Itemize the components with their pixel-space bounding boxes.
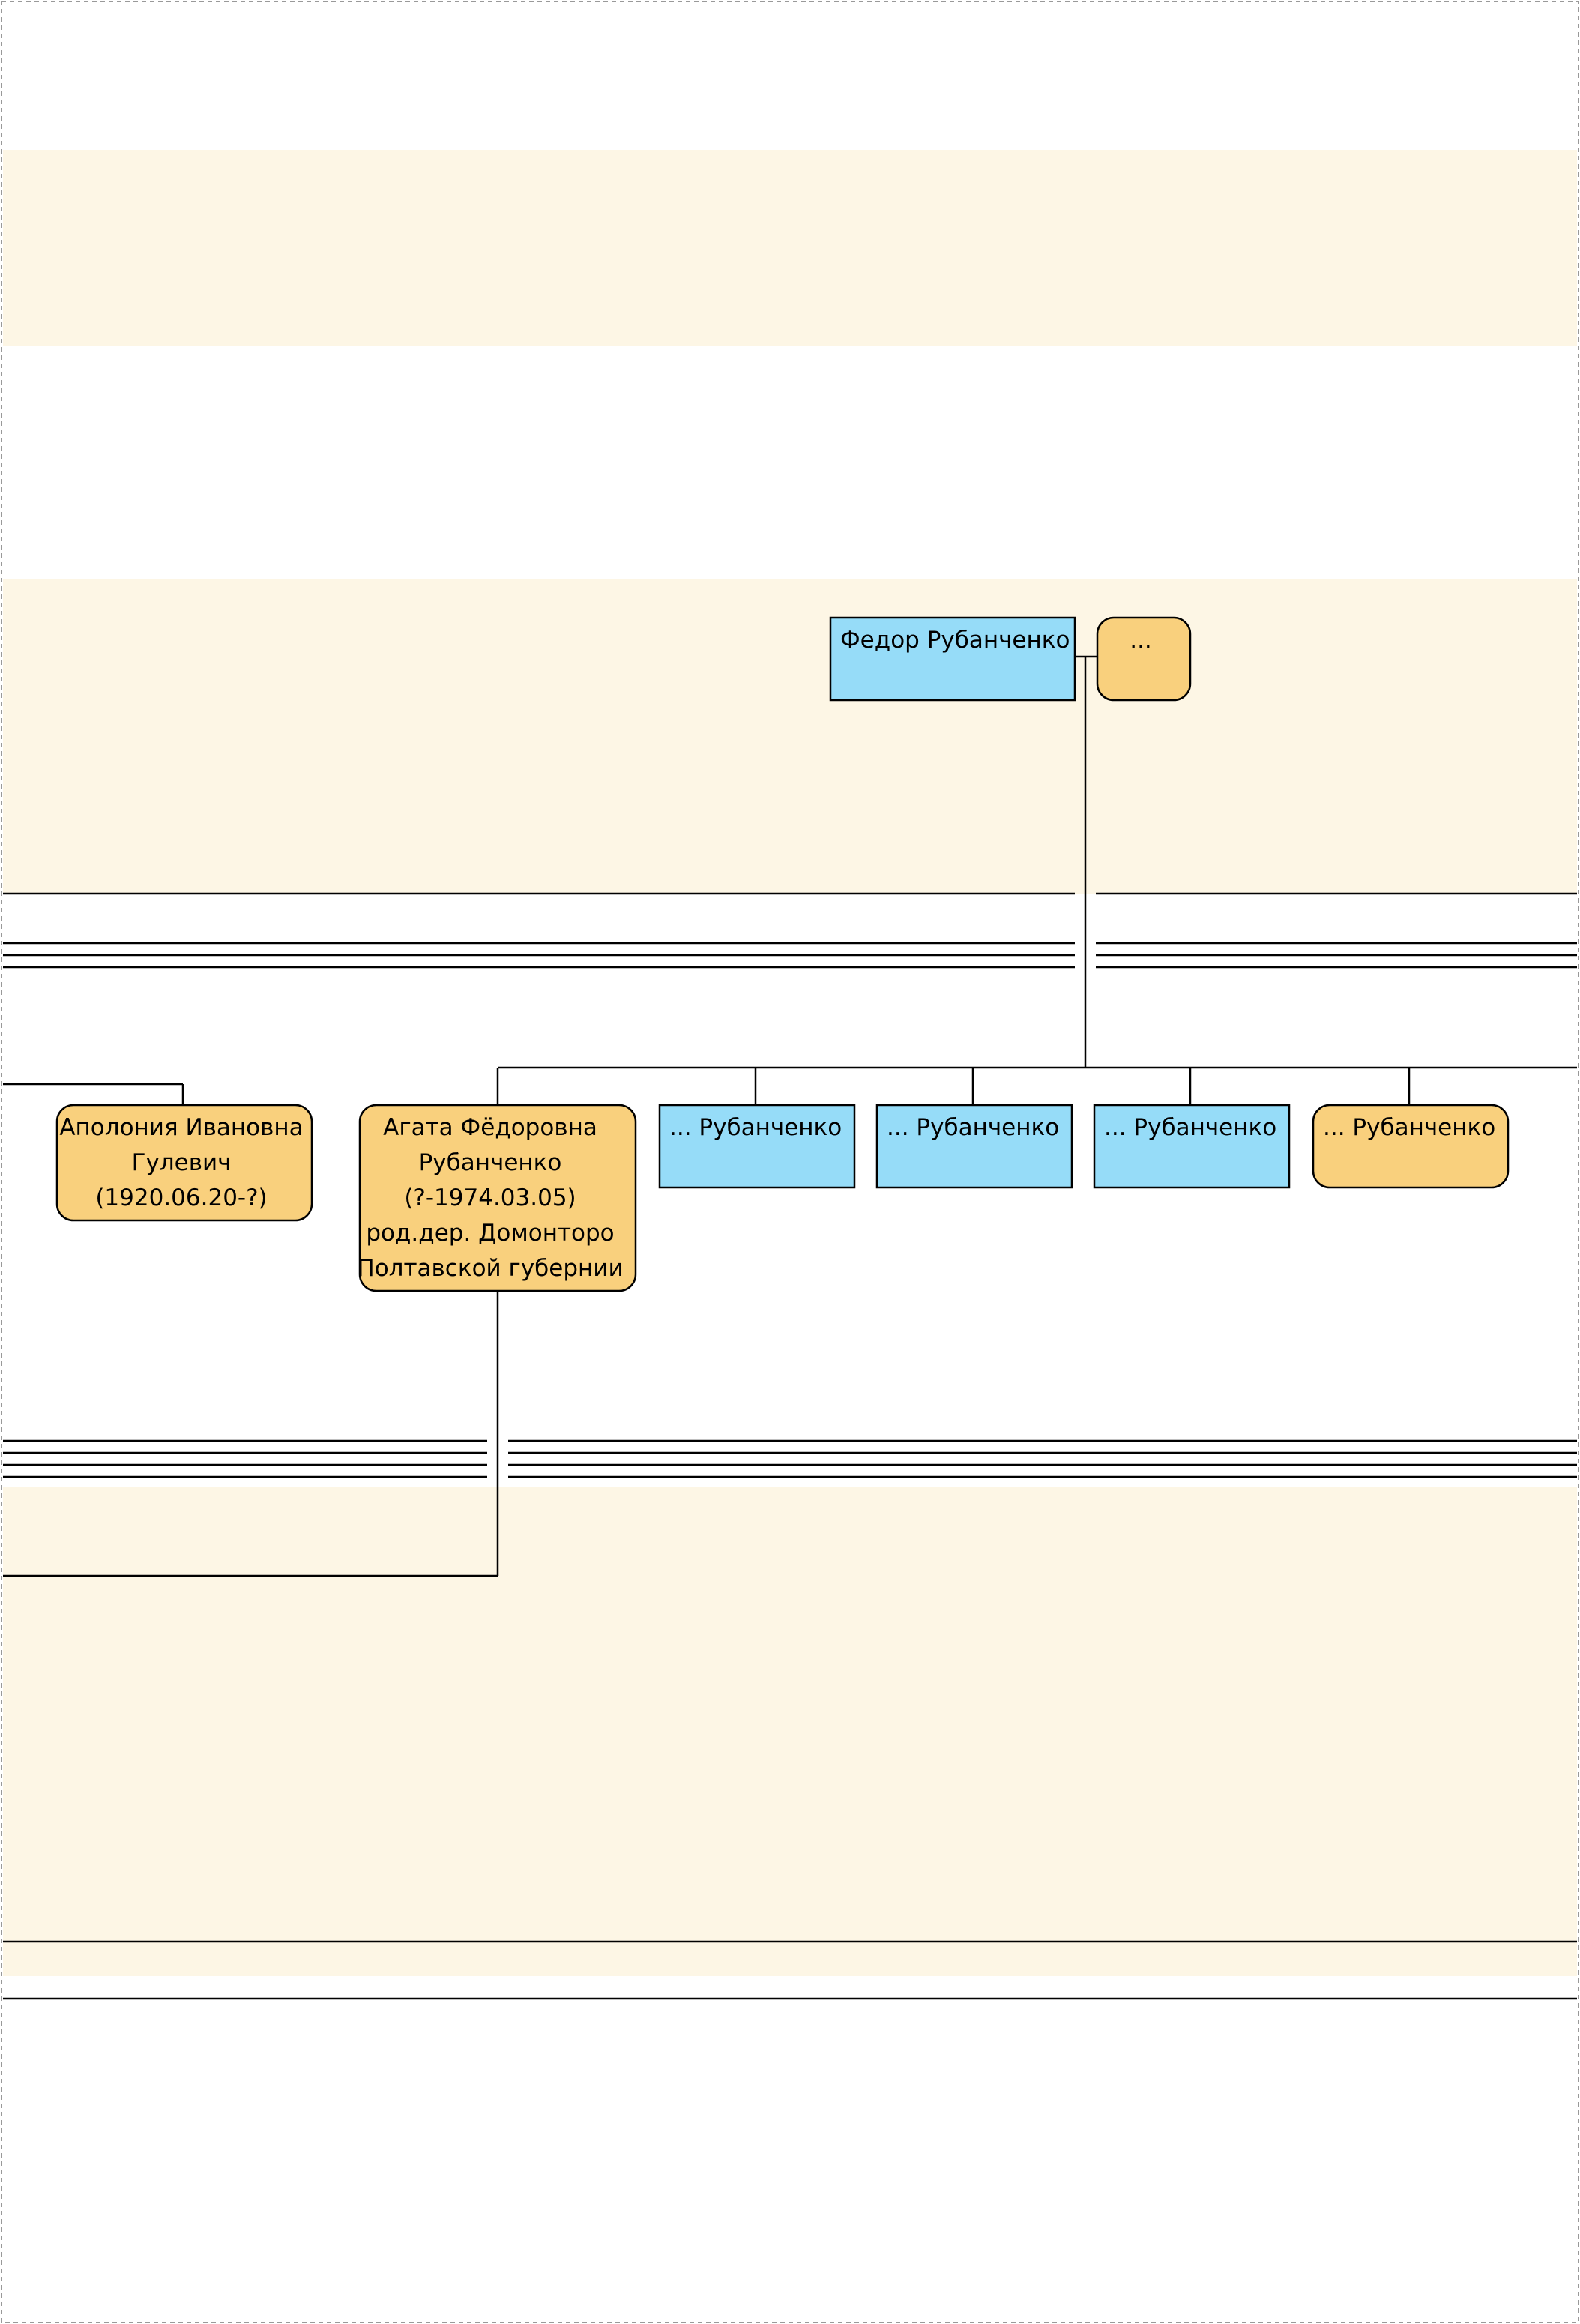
person-name: ...: [1130, 627, 1152, 654]
generation-band-1: [3, 150, 1577, 346]
person-text-line: ... Рубанченко: [1323, 1114, 1495, 1141]
person-text-line: Полтавской губернии: [357, 1255, 623, 1282]
person-text-line: Аполония Ивановна: [59, 1114, 303, 1141]
person-box-male: [658, 1104, 856, 1189]
person-box-female: [1096, 616, 1192, 702]
person-text-line: (1920.06.20-?): [95, 1184, 267, 1211]
divider-lines: [3, 892, 1577, 2000]
generation-bands: [3, 150, 1577, 1976]
connector-lines: [3, 655, 1577, 1577]
person-child-3[interactable]: ... Рубанченко: [1093, 1104, 1291, 1189]
person-name: ... Рубанченко: [1323, 1114, 1495, 1141]
person-box-female: [1312, 1104, 1510, 1189]
person-box-female: [358, 1104, 637, 1292]
person-text-line: Гулевич: [132, 1149, 232, 1176]
person-name: ... Рубанченко: [1104, 1114, 1276, 1141]
person-text-line: Агата Фёдоровна: [383, 1114, 597, 1141]
person-name: ... Рубанченко: [887, 1114, 1059, 1141]
person-text-line: род.дер. Домонторо: [366, 1220, 614, 1247]
person-name: ... Рубанченко: [669, 1114, 842, 1141]
person-text-line: Федор Рубанченко: [840, 627, 1070, 654]
person-fedor-spouse[interactable]: ...: [1096, 616, 1192, 702]
person-text-line: (?-1974.03.05): [404, 1184, 576, 1211]
person-child-4[interactable]: ... Рубанченко: [1312, 1104, 1510, 1189]
person-text-line: ... Рубанченко: [1104, 1114, 1276, 1141]
person-box-male: [875, 1104, 1073, 1189]
person-text-line: ... Рубанченко: [887, 1114, 1059, 1141]
person-box-male: [829, 616, 1076, 702]
person-name: Федор Рубанченко: [840, 627, 1070, 654]
person-fedor[interactable]: Федор Рубанченко: [829, 616, 1076, 702]
person-text-line: ...: [1130, 627, 1152, 654]
generation-band-2: [3, 579, 1577, 894]
person-child-2[interactable]: ... Рубанченко: [875, 1104, 1073, 1189]
person-box-female: [55, 1104, 313, 1222]
person-box-male: [1093, 1104, 1291, 1189]
person-child-1[interactable]: ... Рубанченко: [658, 1104, 856, 1189]
generation-band-3: [3, 1487, 1577, 1976]
person-text-line: ... Рубанченко: [669, 1114, 842, 1141]
person-text-line: Рубанченко: [419, 1149, 562, 1176]
